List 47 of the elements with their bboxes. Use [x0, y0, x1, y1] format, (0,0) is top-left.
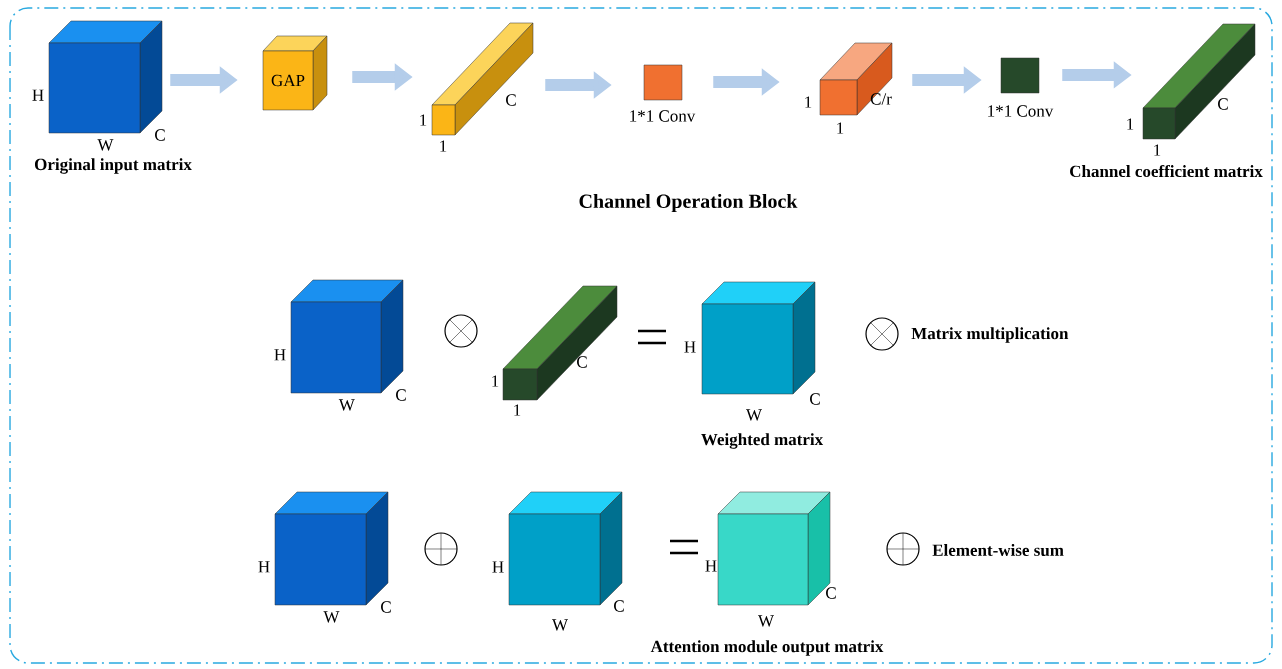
dimension-label: H: [684, 341, 696, 353]
dimension-label: H: [705, 560, 717, 572]
dimension-label: 1: [1154, 144, 1161, 156]
dimension-label: 1: [1127, 118, 1134, 130]
dimension-label: H: [32, 89, 44, 101]
node-label: Original input matrix: [35, 158, 192, 174]
bar-drawing: [502, 285, 618, 401]
square-block: [1000, 57, 1040, 94]
dimension-label: 1: [805, 96, 812, 108]
cube-drawing: [819, 42, 893, 116]
dimension-label: H: [258, 561, 270, 573]
dimension-label: C: [614, 600, 624, 612]
node-label: Weighted matrix: [701, 433, 824, 449]
dimension-label: C/r: [870, 93, 892, 105]
dimension-label: C: [381, 601, 391, 613]
dimension-label: W: [97, 139, 114, 151]
cube-drawing: [701, 281, 816, 395]
dimension-label: W: [746, 409, 762, 421]
node-label: Channel coefficient matrix: [1070, 164, 1263, 178]
dimension-label: 1*1 Conv: [988, 105, 1054, 117]
dimension-label: W: [758, 615, 774, 627]
legend-text: Matrix multiplication: [911, 327, 1069, 343]
legend-text: Element-wise sum: [932, 544, 1064, 556]
square-block: [643, 64, 683, 101]
dimension-label: 1: [492, 375, 499, 387]
dimension-label: C: [396, 389, 406, 401]
bar-drawing: [1142, 23, 1256, 140]
dimension-label: W: [338, 399, 355, 411]
dimension-label: W: [323, 611, 340, 623]
dimension-label: H: [492, 561, 504, 573]
dimension-label: 1: [837, 122, 844, 134]
dimension-label: 1: [420, 114, 427, 126]
dimension-label: 1*1 Conv: [630, 110, 696, 122]
block-drawing: GAP: [262, 35, 328, 111]
block-title: Channel Operation Block: [579, 193, 798, 213]
dimension-label: 1: [514, 404, 521, 416]
dimension-label: C: [155, 129, 165, 141]
dimension-label: H: [274, 349, 286, 361]
dimension-label: C: [1218, 98, 1228, 110]
node-label: Attention module output matrix: [650, 640, 884, 656]
dimension-label: W: [552, 619, 568, 631]
dimension-label: C: [826, 587, 836, 599]
dimension-label: C: [577, 356, 587, 368]
dimension-label: 1: [440, 140, 447, 152]
dimension-label: C: [506, 94, 516, 106]
dimension-label: C: [810, 393, 820, 405]
bar-drawing: [431, 22, 534, 136]
